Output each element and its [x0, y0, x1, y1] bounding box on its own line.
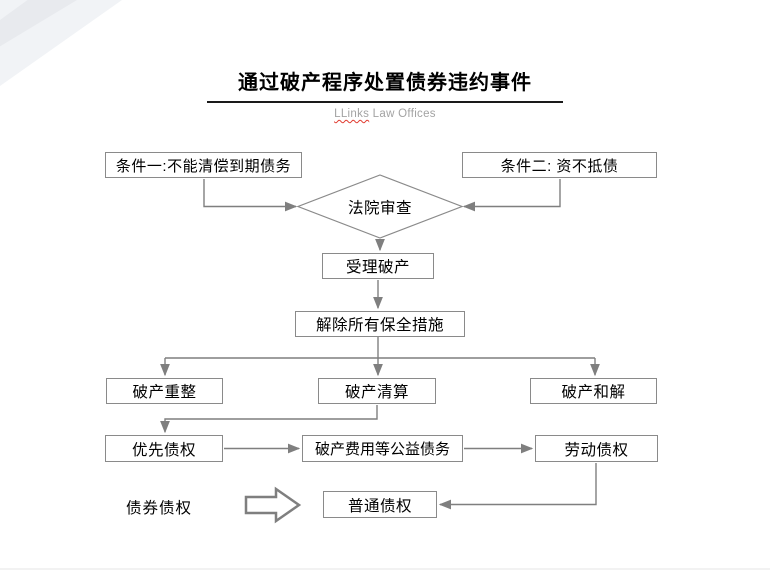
subtitle-brand: LLinks	[334, 108, 370, 120]
node-bond-claims-label: 债券债权	[126, 500, 193, 517]
node-condition-two: 条件二: 资不抵债	[462, 152, 657, 178]
node-labor-claims: 劳动债权	[535, 435, 658, 462]
connector-labor-to-ordinary	[438, 463, 597, 510]
connector-liquidation-to-priority	[160, 405, 378, 434]
node-priority-claims: 优先债权	[105, 435, 223, 462]
slide-title: 通过破产程序处置债券违约事件	[238, 72, 532, 94]
node-bankruptcy-expenses-public-debts: 破产费用等公益债务	[302, 435, 463, 462]
connector-cond2-to-court	[462, 179, 561, 212]
bond-block-arrow	[244, 486, 302, 524]
node-bankruptcy-liquidation: 破产清算	[318, 378, 436, 404]
court-review-diamond	[296, 174, 464, 239]
node-bankruptcy-settlement: 破产和解	[530, 378, 657, 404]
title-underline	[207, 101, 563, 103]
subtitle-rest: Law Offices	[369, 108, 436, 120]
node-lift-preservation-measures: 解除所有保全措施	[295, 311, 465, 337]
connector-cond1-to-court	[203, 179, 298, 212]
node-court-review-label: 法院审查	[347, 200, 412, 217]
node-ordinary-claims: 普通债权	[323, 491, 437, 518]
node-bankruptcy-reorganization: 破产重整	[106, 378, 223, 404]
slide-bottom-edge	[0, 568, 770, 570]
node-condition-one: 条件一:不能清偿到期债务	[105, 152, 302, 178]
subtitle: LLinks Law Offices	[0, 108, 770, 120]
node-accept-bankruptcy: 受理破产	[322, 253, 434, 279]
